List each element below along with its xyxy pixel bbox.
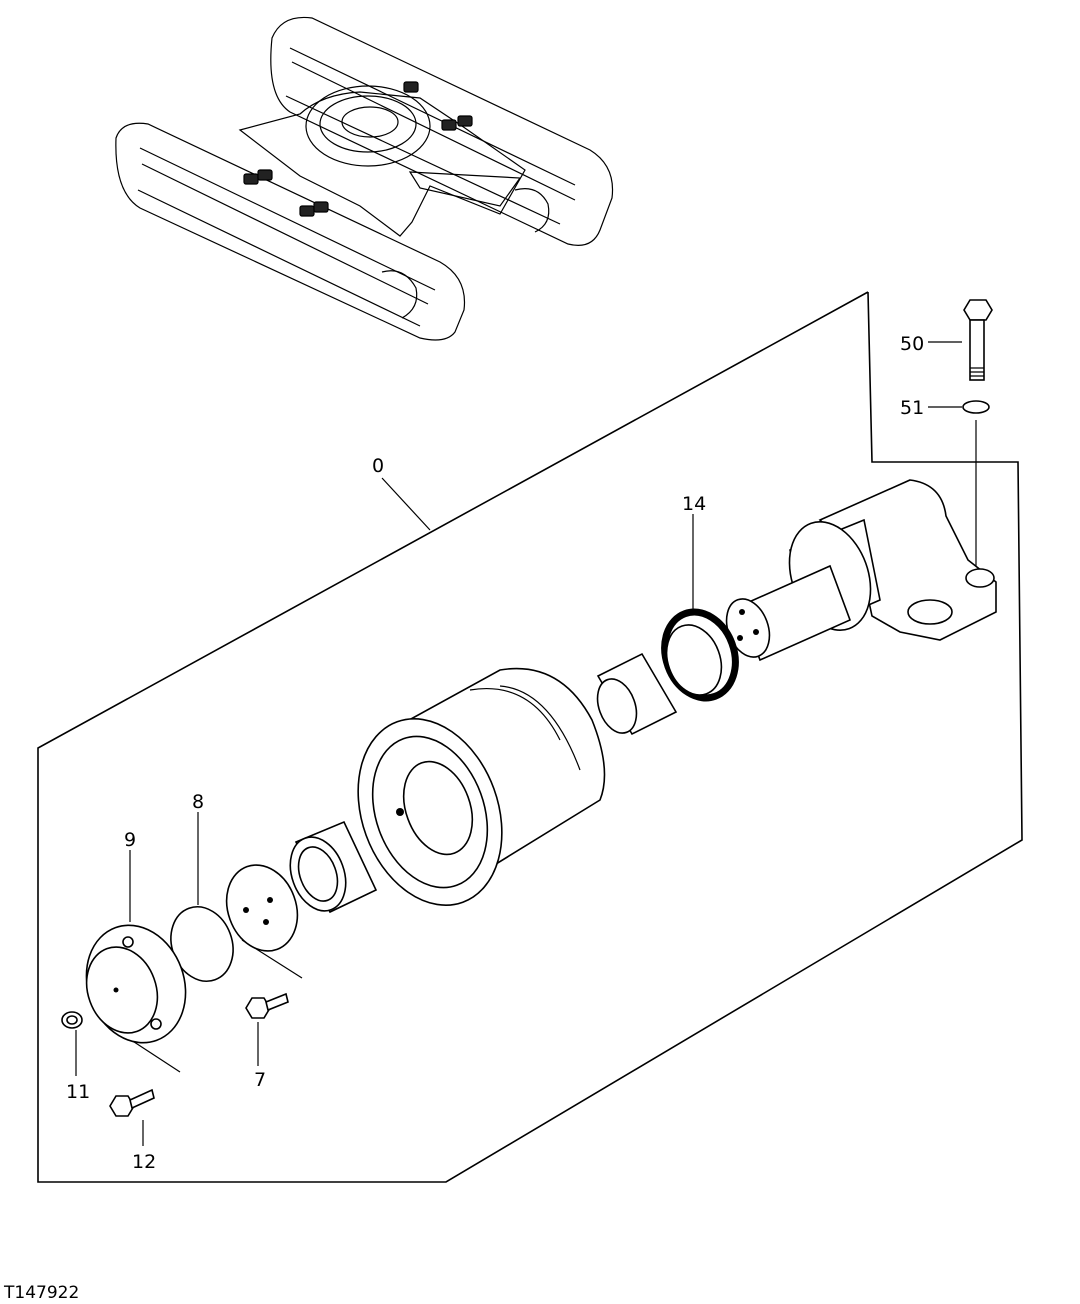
shaft-bracket xyxy=(725,479,997,662)
undercarriage-frame-illustration xyxy=(115,16,614,341)
callout-8: 8 xyxy=(192,791,204,813)
collar xyxy=(289,820,378,914)
callout-0: 0 xyxy=(372,455,384,477)
callout-51: 51 xyxy=(900,397,924,419)
bushing xyxy=(596,652,678,736)
callout-12: 12 xyxy=(132,1151,156,1173)
floating-seal-14 xyxy=(661,608,739,702)
mounting-bolt-50 xyxy=(963,299,993,381)
end-cap-9 xyxy=(85,924,187,1044)
callout-11: 11 xyxy=(66,1081,90,1103)
washer-51 xyxy=(962,400,990,414)
cover-plate xyxy=(225,864,299,952)
roller-body xyxy=(357,667,606,906)
drawing-id: T147922 xyxy=(3,1283,79,1303)
callout-7: 7 xyxy=(254,1069,266,1091)
callout-50: 50 xyxy=(900,333,924,355)
callout-9: 9 xyxy=(124,829,136,851)
cover-bolt-7 xyxy=(245,992,289,1019)
assembly-boundary xyxy=(37,291,1023,1183)
callout-14: 14 xyxy=(682,493,706,515)
plug-11 xyxy=(61,1011,83,1029)
cap-bolt-12 xyxy=(109,1088,155,1117)
